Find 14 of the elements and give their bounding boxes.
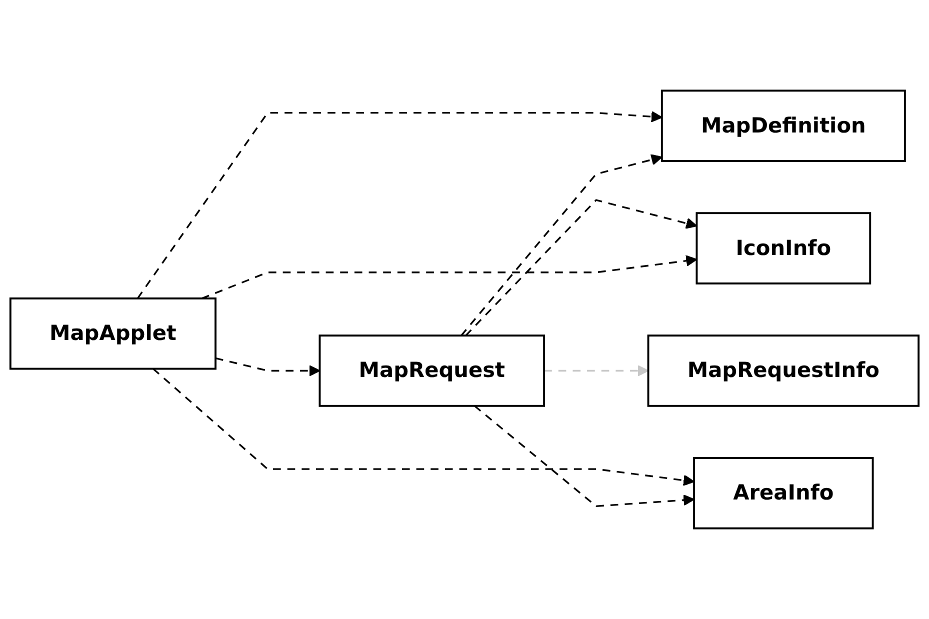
arrow [474,405,695,508]
node-box: MapDefinition [660,90,906,162]
node-box: AreaInfo [693,457,874,530]
node-box: MapApplet [9,297,216,370]
arrow [460,154,662,336]
arrow [152,368,695,486]
node-box: IconInfo [696,212,872,284]
arrow [202,255,698,300]
arrow [136,110,662,299]
node-box: MapRequest [318,334,546,407]
arrow [215,357,320,376]
node-box: MapRequestInfo [647,334,920,407]
arrow [465,199,698,336]
arrow [544,365,649,376]
